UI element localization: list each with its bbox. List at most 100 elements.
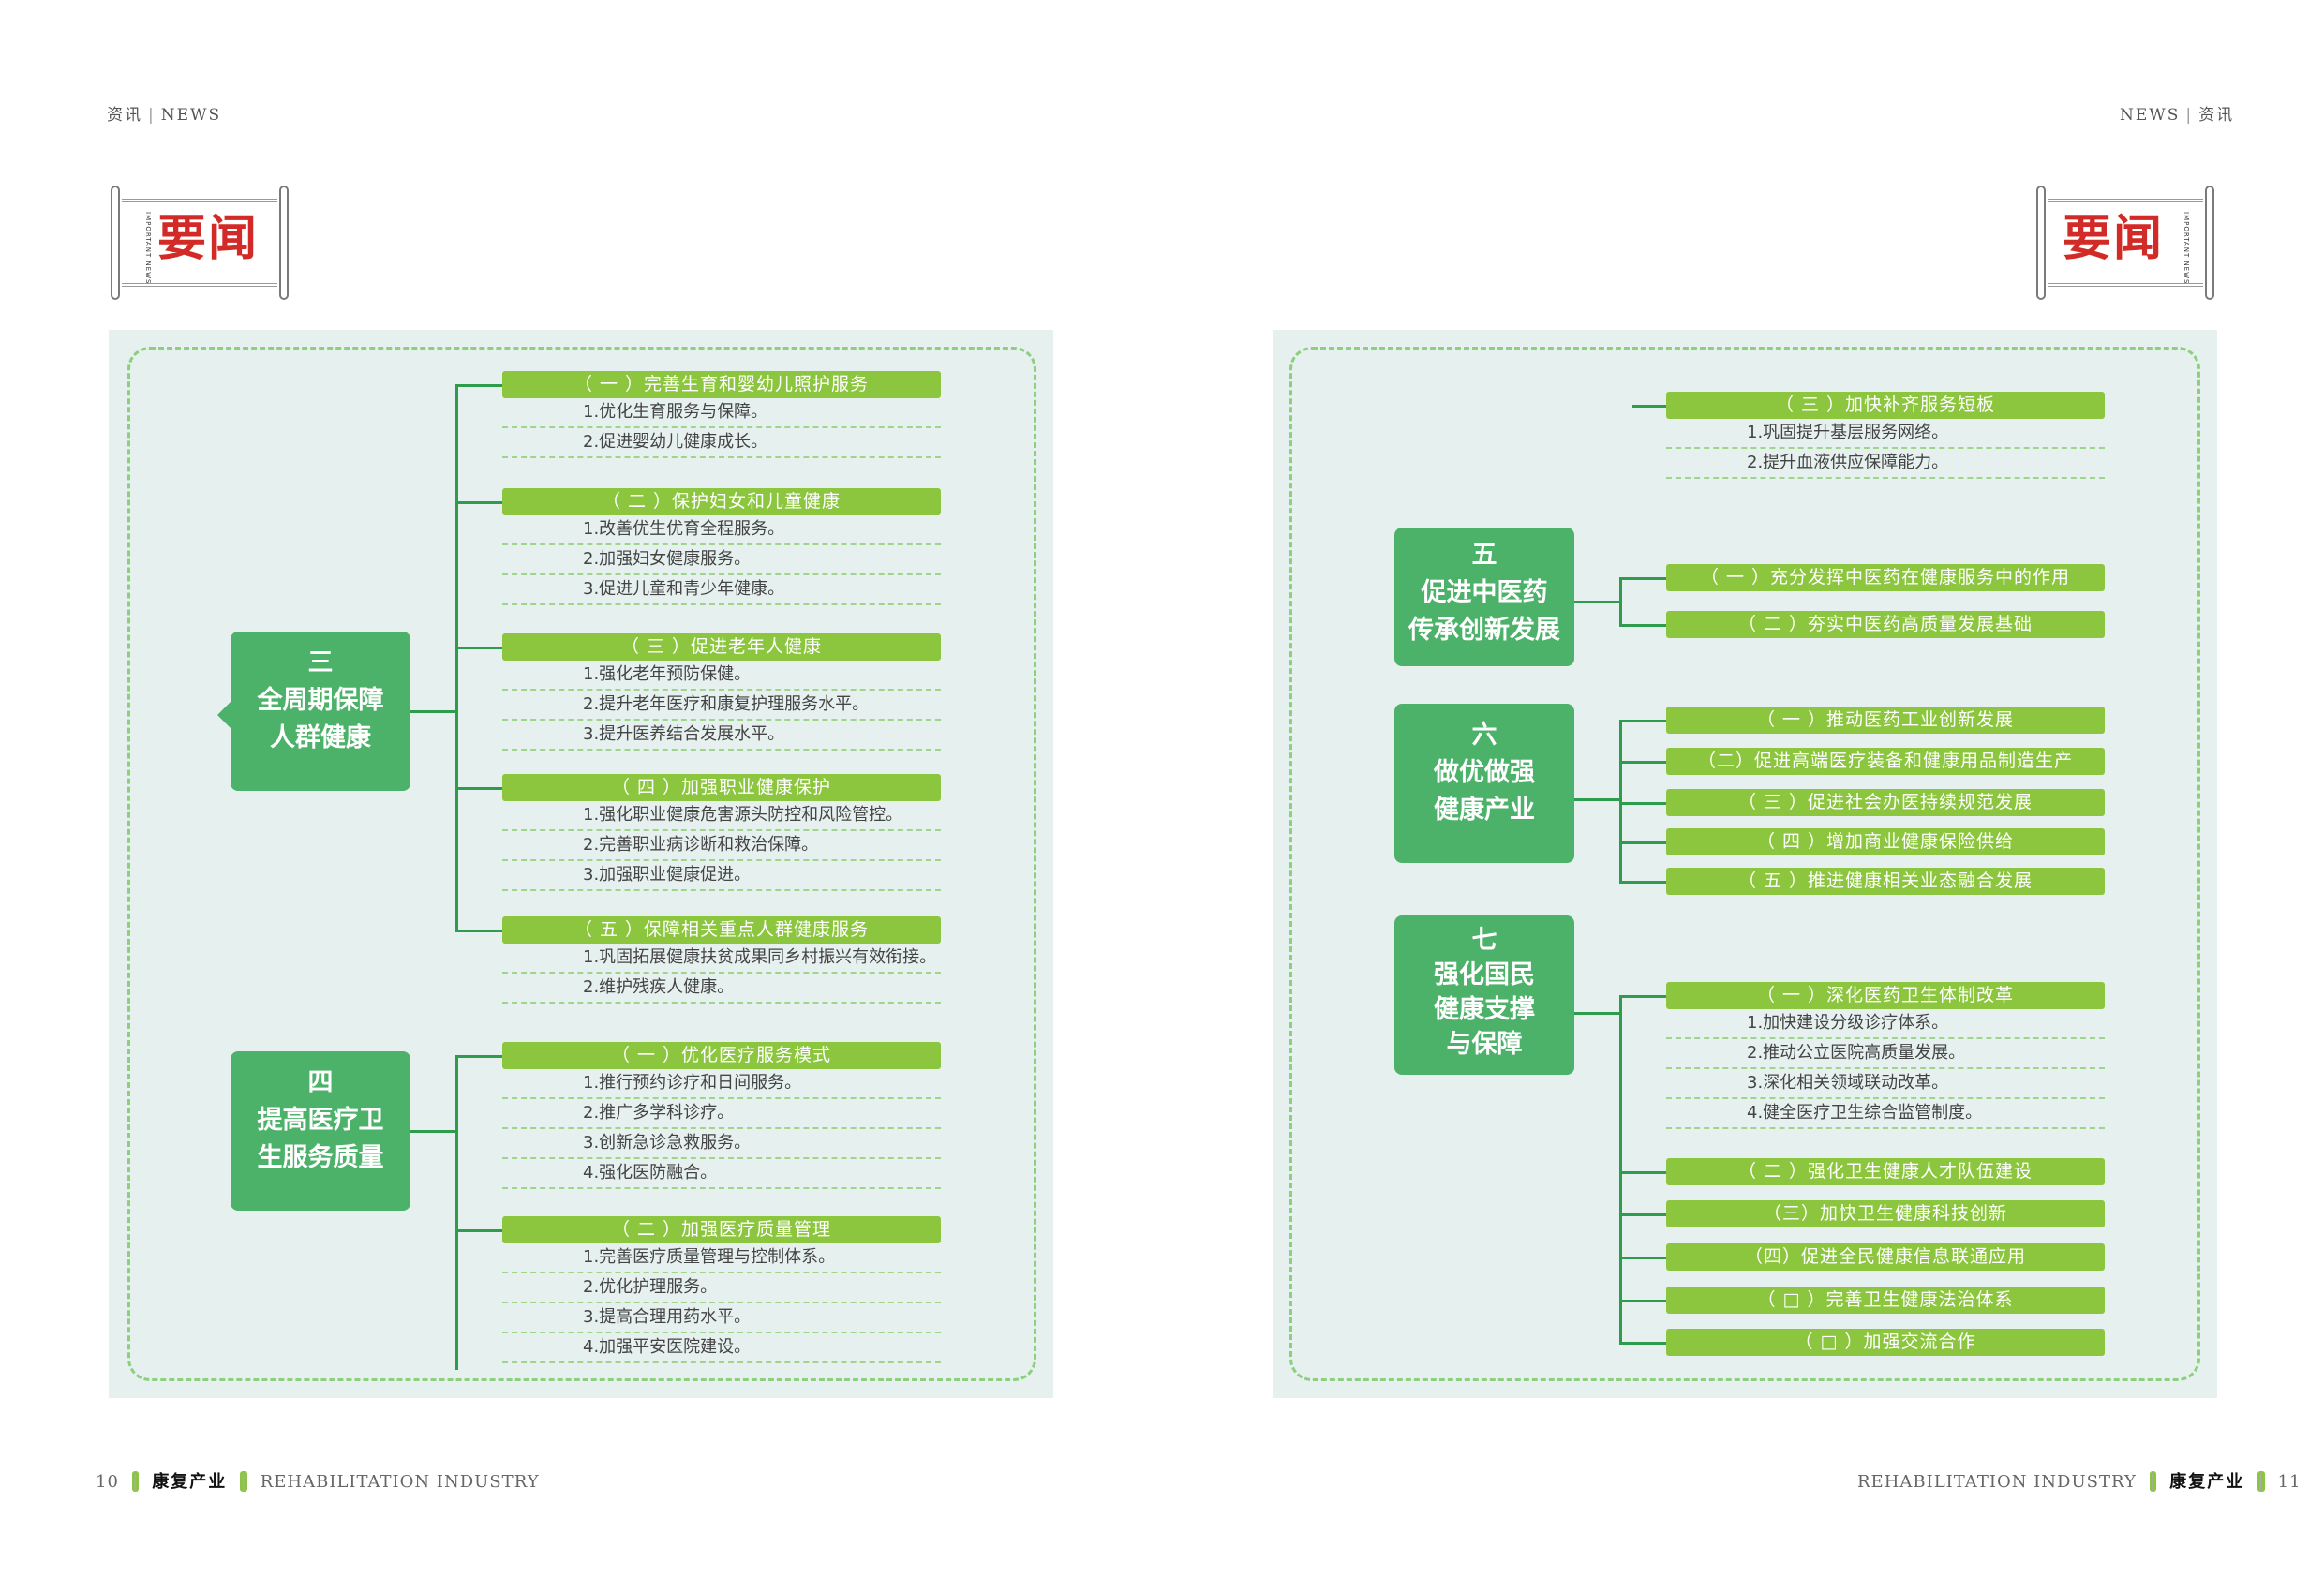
list-item: 3.深化相关领域联动改革。	[1666, 1069, 2105, 1099]
list-item: 2.提升老年医疗和康复护理服务水平。	[502, 691, 941, 721]
category-title-line1: 促进中医药	[1421, 578, 1548, 607]
group-title-bar: （ □ ）完善卫生健康法治体系	[1666, 1287, 2105, 1314]
news-badge-right: 要闻 IMPORTANT NEWS	[2034, 186, 2216, 300]
group-block: （ 三 ）促进老年人健康 1.强化老年预防保健。 2.提升老年医疗和康复护理服务…	[502, 633, 941, 751]
category-title-line1: 全周期保障	[257, 686, 384, 715]
group-block: （ 二 ）保护妇女和儿童健康 1.改善优生优育全程服务。 2.加强妇女健康服务。…	[502, 488, 941, 605]
group-block: （ 五 ）保障相关重点人群健康服务 1.巩固拓展健康扶贫成果同乡村振兴有效衔接。…	[502, 916, 941, 1004]
connector	[1574, 601, 1621, 603]
left-dashed-frame	[127, 347, 1036, 1381]
connector	[455, 384, 458, 931]
magazine-name: 康复产业	[152, 1472, 228, 1492]
right-dashed-frame	[1289, 347, 2200, 1381]
group-title-bar: （ 三 ）加快补齐服务短板	[1666, 392, 2105, 419]
category-number: 六	[1471, 721, 1497, 750]
list-item: 1.完善医疗质量管理与控制体系。	[502, 1243, 941, 1273]
connector	[455, 384, 502, 387]
group-title-bar: （ 一 ）充分发挥中医药在健康服务中的作用	[1666, 564, 2105, 591]
connector	[1619, 1213, 1666, 1216]
connector	[410, 1130, 457, 1133]
header-left-zh: 资讯	[107, 106, 142, 125]
header-right: NEWS|资讯	[2120, 106, 2235, 125]
list-item: 3.加强职业健康促进。	[502, 861, 941, 891]
connector	[1619, 1171, 1666, 1174]
connector	[1619, 1342, 1666, 1345]
list-item: 1.巩固拓展健康扶贫成果同乡村振兴有效衔接。	[502, 944, 941, 974]
connector	[1619, 995, 1622, 1344]
group-title-bar: （ 一 ）完善生育和婴幼儿照护服务	[502, 371, 941, 398]
connector	[410, 710, 457, 713]
category-four: 四 提高医疗卫 生服务质量	[231, 1051, 410, 1211]
connector	[1632, 405, 1674, 408]
group-block: （ 三 ）加快补齐服务短板 1.巩固提升基层服务网络。 2.提升血液供应保障能力…	[1666, 392, 2105, 479]
group-title-bar: （三）加快卫生健康科技创新	[1666, 1200, 2105, 1227]
category-title-line2: 生服务质量	[257, 1143, 384, 1172]
group-title-bar: （ 三 ）促进社会办医持续规范发展	[1666, 789, 2105, 816]
header-right-en: NEWS	[2120, 106, 2181, 125]
list-item: 4.健全医疗卫生综合监管制度。	[1666, 1099, 2105, 1129]
category-three: 三 全周期保障 人群健康	[217, 632, 410, 791]
list-item: 4.加强平安医院建设。	[502, 1333, 941, 1363]
connector	[455, 501, 502, 504]
connector	[455, 1055, 502, 1058]
category-title-line2: 传承创新发展	[1408, 616, 1560, 645]
group-title-bar: （ 五 ）保障相关重点人群健康服务	[502, 916, 941, 944]
category-five: 五 促进中医药 传承创新发展	[1394, 528, 1574, 666]
badge-title: 要闻	[2063, 210, 2165, 267]
group-block: （ 一 ）深化医药卫生体制改革 1.加快建设分级诊疗体系。 2.推动公立医院高质…	[1666, 982, 2105, 1129]
group-title-bar: （ 三 ）促进老年人健康	[502, 633, 941, 661]
page-number: 11	[2277, 1472, 2302, 1492]
magazine-name-en: REHABILITATION INDUSTRY	[260, 1472, 540, 1492]
group-title-bar: （ 五 ）推进健康相关业态融合发展	[1666, 868, 2105, 895]
connector	[1619, 881, 1666, 884]
category-title-line2: 人群健康	[270, 723, 371, 752]
category-seven: 七 强化国民 健康支撑 与保障	[1394, 915, 1574, 1075]
group-block: （ 一 ）完善生育和婴幼儿照护服务 1.优化生育服务与保障。 2.促进婴幼儿健康…	[502, 371, 941, 458]
category-title-line2: 健康支撑	[1434, 995, 1535, 1024]
connector	[1619, 720, 1622, 883]
list-item: 2.促进婴幼儿健康成长。	[502, 428, 941, 458]
connector	[455, 787, 502, 790]
list-item: 2.加强妇女健康服务。	[502, 545, 941, 575]
connector	[1619, 577, 1666, 580]
connector	[455, 930, 502, 932]
category-number: 三	[307, 648, 334, 677]
group-title-bar: （ 二 ）强化卫生健康人才队伍建设	[1666, 1158, 2105, 1185]
connector	[1619, 720, 1666, 722]
header-left: 资讯|NEWS	[107, 106, 222, 125]
list-item: 1.改善优生优育全程服务。	[502, 515, 941, 545]
list-item: 3.提高合理用药水平。	[502, 1303, 941, 1333]
connector	[1619, 1257, 1666, 1259]
footer-right: REHABILITATION INDUSTRY|康复产业|11	[1857, 1471, 2302, 1492]
header-right-zh: 资讯	[2198, 106, 2235, 125]
connector	[455, 1055, 458, 1370]
group-block: （ 一 ）优化医疗服务模式 1.推行预约诊疗和日间服务。 2.推广多学科诊疗。 …	[502, 1042, 941, 1189]
group-title-bar: （ 一 ）推动医药工业创新发展	[1666, 707, 2105, 734]
connector	[1619, 995, 1666, 998]
group-title-bar: （ 一 ）优化医疗服务模式	[502, 1042, 941, 1069]
badge-subtitle: IMPORTANT NEWS	[144, 212, 152, 285]
list-item: 2.推动公立医院高质量发展。	[1666, 1039, 2105, 1069]
group-title-bar: （ 四 ）加强职业健康保护	[502, 774, 941, 801]
list-item: 2.完善职业病诊断和救治保障。	[502, 831, 941, 861]
badge-subtitle: IMPORTANT NEWS	[2182, 212, 2190, 285]
list-item: 3.提升医养结合发展水平。	[502, 721, 941, 751]
connector	[1574, 1012, 1621, 1015]
category-title-line3: 与保障	[1446, 1030, 1523, 1059]
category-title-line2: 健康产业	[1434, 796, 1535, 825]
connector	[1619, 577, 1622, 626]
group-title-bar: （二）促进高端医疗装备和健康用品制造生产	[1666, 748, 2105, 775]
list-item: 3.创新急诊急救服务。	[502, 1129, 941, 1159]
connector	[455, 647, 502, 649]
category-six: 六 做优做强 健康产业	[1394, 704, 1574, 863]
connector	[1574, 798, 1621, 801]
group-block: （ 二 ）加强医疗质量管理 1.完善医疗质量管理与控制体系。 2.优化护理服务。…	[502, 1216, 941, 1363]
group-title-bar: （ 四 ）增加商业健康保险供给	[1666, 828, 2105, 855]
category-number: 四	[307, 1068, 334, 1097]
connector	[1619, 761, 1666, 764]
group-title-bar: （四）促进全民健康信息联通应用	[1666, 1243, 2105, 1271]
category-title-line1: 做优做强	[1434, 758, 1535, 787]
group-title-bar: （ 二 ）夯实中医药高质量发展基础	[1666, 611, 2105, 638]
page-number: 10	[96, 1472, 119, 1492]
badge-title: 要闻	[157, 210, 260, 267]
